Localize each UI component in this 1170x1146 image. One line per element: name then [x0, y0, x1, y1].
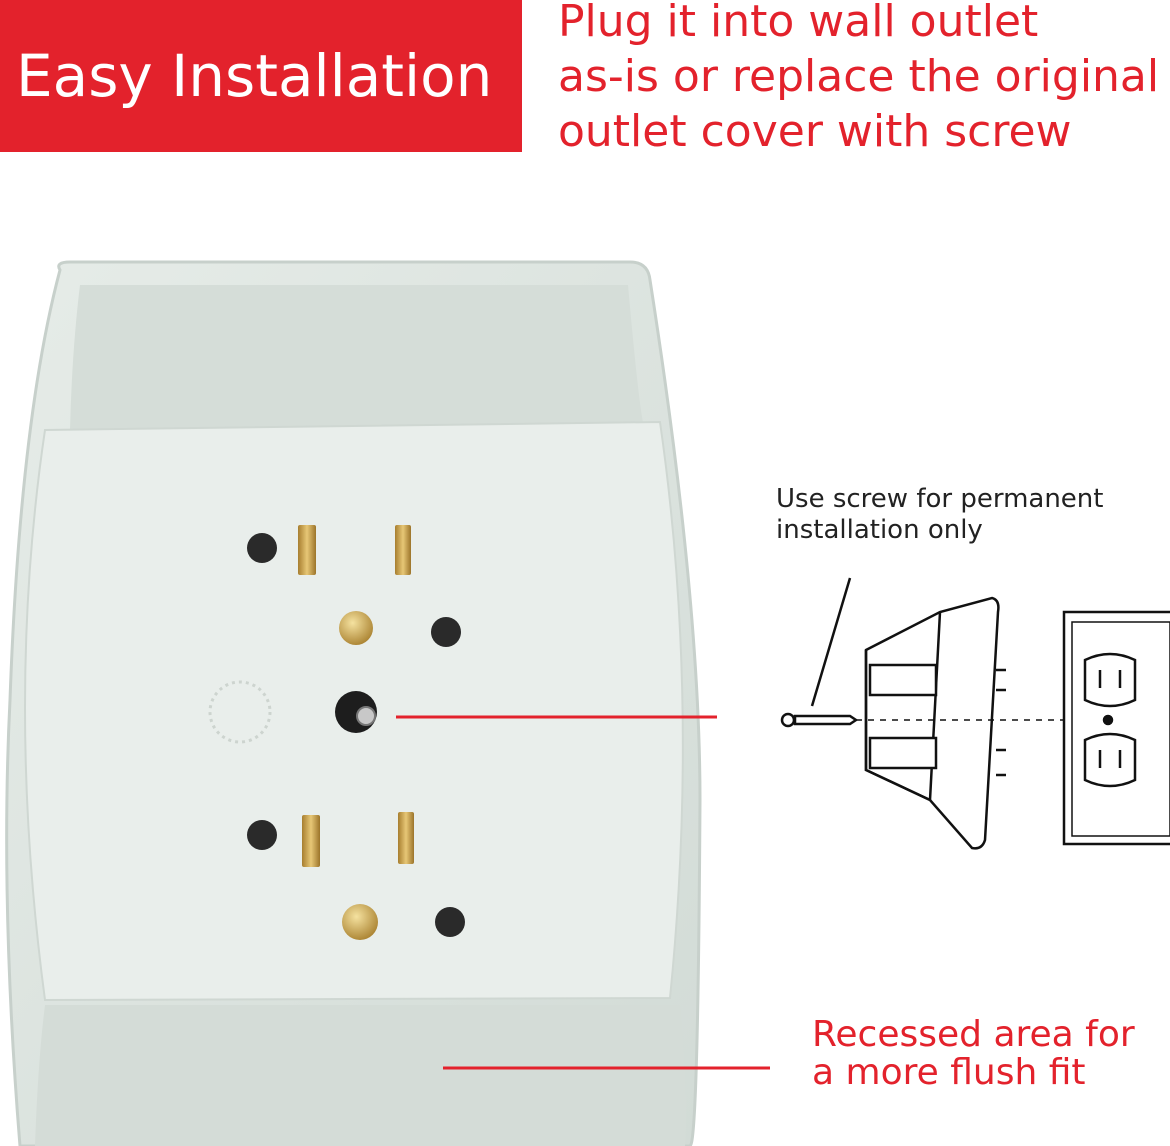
- rivet-icon: [431, 617, 461, 647]
- prong-blade-icon: [398, 812, 414, 864]
- headline: Plug it into wall outlet as-is or replac…: [558, 0, 1170, 159]
- rivet-icon: [435, 907, 465, 937]
- rivet-icon: [247, 820, 277, 850]
- recessed-callout-line-2: a more flush fit: [812, 1052, 1086, 1093]
- screw-icon: [356, 706, 376, 726]
- easy-installation-banner: Easy Installation: [0, 0, 522, 152]
- headline-line-3: outlet cover with screw: [558, 106, 1072, 157]
- recessed-callout-line-1: Recessed area for: [812, 1014, 1135, 1055]
- certification-mark-icon: [208, 680, 272, 744]
- headline-line-2: as-is or replace the original: [558, 51, 1160, 102]
- wall-outlet-icon: [1062, 610, 1170, 846]
- prong-blade-icon: [395, 525, 411, 575]
- wall-tap-adapter-icon: [780, 577, 1100, 850]
- screw-callout-line-1: Use screw for permanent: [776, 484, 1104, 514]
- prong-blade-icon: [302, 815, 320, 867]
- prong-blade-icon: [298, 525, 316, 575]
- headline-line-1: Plug it into wall outlet: [558, 0, 1039, 47]
- rivet-icon: [247, 533, 277, 563]
- screw-callout: Use screw for permanent installation onl…: [776, 484, 1103, 546]
- screw-callout-line-2: installation only: [776, 515, 983, 545]
- ground-pin-icon: [339, 611, 373, 645]
- ground-pin-icon: [342, 904, 378, 940]
- banner-title: Easy Installation: [16, 42, 493, 110]
- recessed-area: [35, 1005, 686, 1146]
- top-recess: [70, 285, 645, 430]
- recessed-callout: Recessed area for a more flush fit: [812, 1016, 1135, 1092]
